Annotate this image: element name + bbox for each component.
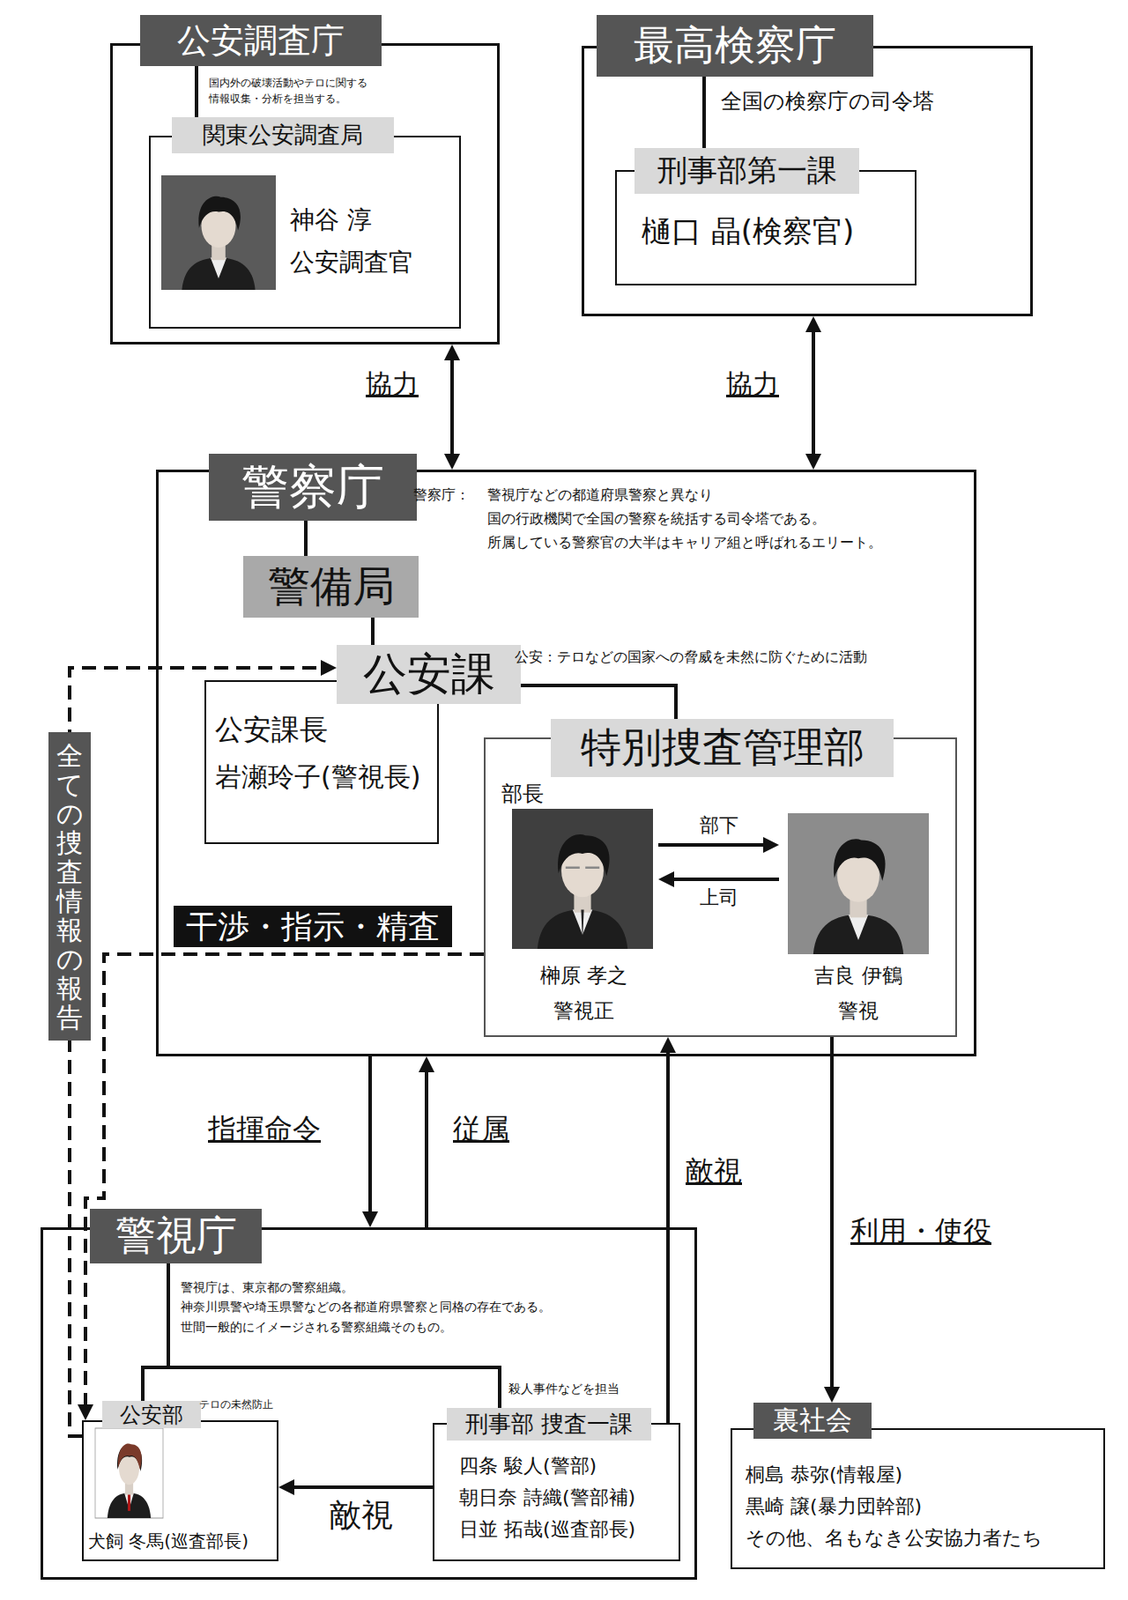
band-label: 干渉・指示・精査 xyxy=(173,905,453,948)
node-text: 日並 拓哉(巡査部長) xyxy=(459,1517,636,1544)
edge-label: 敵視 xyxy=(682,1154,746,1188)
org-box: 警察庁警察庁：警視庁などの都道府県警察と異なり 国の行政機関で全国の警察を統括す… xyxy=(155,469,977,1057)
node-heading: 公安課 xyxy=(336,645,521,705)
org-box: 公安部テロの未然防止犬飼 冬馬(巡査部長) xyxy=(81,1420,279,1562)
node-text: 警視正 xyxy=(509,997,659,1025)
node-heading: 刑事部 捜査一課 xyxy=(446,1408,652,1441)
dashed-connector xyxy=(85,954,484,1410)
edge-label: 指揮命令 xyxy=(204,1112,325,1146)
org-box: 裏社会桐島 恭弥(情報屋)黒崎 譲(暴力団幹部)その他、名もなき公安協力者たち xyxy=(730,1428,1106,1570)
node-text: 樋口 晶(検察官) xyxy=(641,211,854,251)
portrait-sakakibara xyxy=(512,808,654,950)
org-box: 刑事部第一課樋口 晶(検察官) xyxy=(615,170,917,286)
connector xyxy=(830,1037,834,1393)
vertical-band-label: 全ての捜査情報の報告 xyxy=(48,732,91,1041)
edge-label: 部下 xyxy=(696,814,743,838)
portrait-inukai xyxy=(95,1428,164,1519)
node-heading: 公安部 xyxy=(102,1401,201,1429)
edge-label: 上司 xyxy=(696,886,743,910)
node-text: 警視庁は、東京都の警察組織。 神奈川県警や埼玉県警などの各都道府県警察と同格の存… xyxy=(180,1277,675,1337)
org-box: 最高検察庁全国の検察庁の司令塔刑事部第一課樋口 晶(検察官) xyxy=(581,45,1033,317)
edge-label: 協力 xyxy=(362,368,423,401)
connector xyxy=(811,326,816,460)
node-text: 吉良 伊鶴 xyxy=(779,962,938,989)
org-box: 関東公安調査局神谷 淳公安調査官 xyxy=(148,135,461,329)
org-box: 吉良 伊鶴警視 xyxy=(779,806,938,1032)
node-text: 警視庁などの都道府県警察と異なり 国の行政機関で全国の警察を統括する司令塔である… xyxy=(487,482,964,556)
node-text: 公安調査官 xyxy=(289,246,414,279)
node-heading: 公安調査庁 xyxy=(140,14,382,67)
node-heading: 最高検察庁 xyxy=(596,14,874,77)
node-heading: 関東公安調査局 xyxy=(171,117,394,154)
node-heading: 裏社会 xyxy=(753,1402,872,1440)
portrait-kamiya xyxy=(161,175,276,290)
node-text: 部長 xyxy=(501,780,544,809)
filled-band: 警備局 xyxy=(243,556,419,618)
edge-label: 敵視 xyxy=(326,1496,397,1535)
org-box: 公安課公安課長岩瀬玲子(警視長) xyxy=(204,680,439,845)
node-text: 榊原 孝之 xyxy=(509,962,659,989)
node-text: 犬飼 冬馬(巡査部長) xyxy=(88,1529,249,1553)
node-text: 朝日奈 詩織(警部補) xyxy=(459,1485,636,1512)
node-text: 岩瀬玲子(警視長) xyxy=(215,759,421,795)
node-text: 全国の検察庁の司令塔 xyxy=(720,88,935,116)
node-text: 警察庁： xyxy=(413,482,470,507)
node-text: その他、名もなき公安協力者たち xyxy=(745,1526,1043,1552)
node-text: 神谷 淳 xyxy=(289,204,372,237)
edge-label: 協力 xyxy=(722,368,783,401)
node-text: 国内外の破壊活動やテロに関する 情報収集・分析を担当する。 xyxy=(208,74,386,107)
node-text: テロの未然防止 xyxy=(199,1398,274,1412)
org-box: 榊原 孝之警視正 xyxy=(509,806,659,1032)
connector xyxy=(666,1047,670,1424)
node-text: 四条 駿人(警部) xyxy=(459,1454,597,1480)
node-heading: 警察庁 xyxy=(208,453,417,521)
node-text: 殺人事件などを担当 xyxy=(508,1380,620,1397)
node-heading: 特別捜査管理部 xyxy=(550,719,894,778)
org-box: 公安調査庁国内外の破壊活動やテロに関する 情報収集・分析を担当する。関東公安調査… xyxy=(110,43,500,345)
edge-label: 利用・使役 xyxy=(846,1214,995,1248)
connector xyxy=(450,355,454,460)
connector xyxy=(424,1067,429,1228)
note-label: 公安：テロなどの国家への脅威を未然に防ぐために活動 xyxy=(514,648,868,668)
org-box: 殺人事件などを担当刑事部 捜査一課四条 駿人(警部)朝日奈 詩織(警部補)日並 … xyxy=(432,1423,681,1562)
node-text: 公安課長 xyxy=(215,712,328,750)
edge-label: 従属 xyxy=(449,1112,513,1146)
node-text: 桐島 恭弥(情報屋) xyxy=(745,1462,903,1489)
connector xyxy=(658,843,769,847)
connector xyxy=(368,1056,372,1218)
connector xyxy=(289,1485,433,1490)
node-heading: 警備局 xyxy=(243,556,419,618)
portrait-kira xyxy=(787,813,929,955)
node-text: 警視 xyxy=(779,997,938,1025)
node-heading: 警視庁 xyxy=(89,1209,262,1264)
connector xyxy=(668,877,780,882)
node-text: 黒崎 譲(暴力団幹部) xyxy=(745,1494,922,1521)
node-heading: 刑事部第一課 xyxy=(634,148,860,194)
